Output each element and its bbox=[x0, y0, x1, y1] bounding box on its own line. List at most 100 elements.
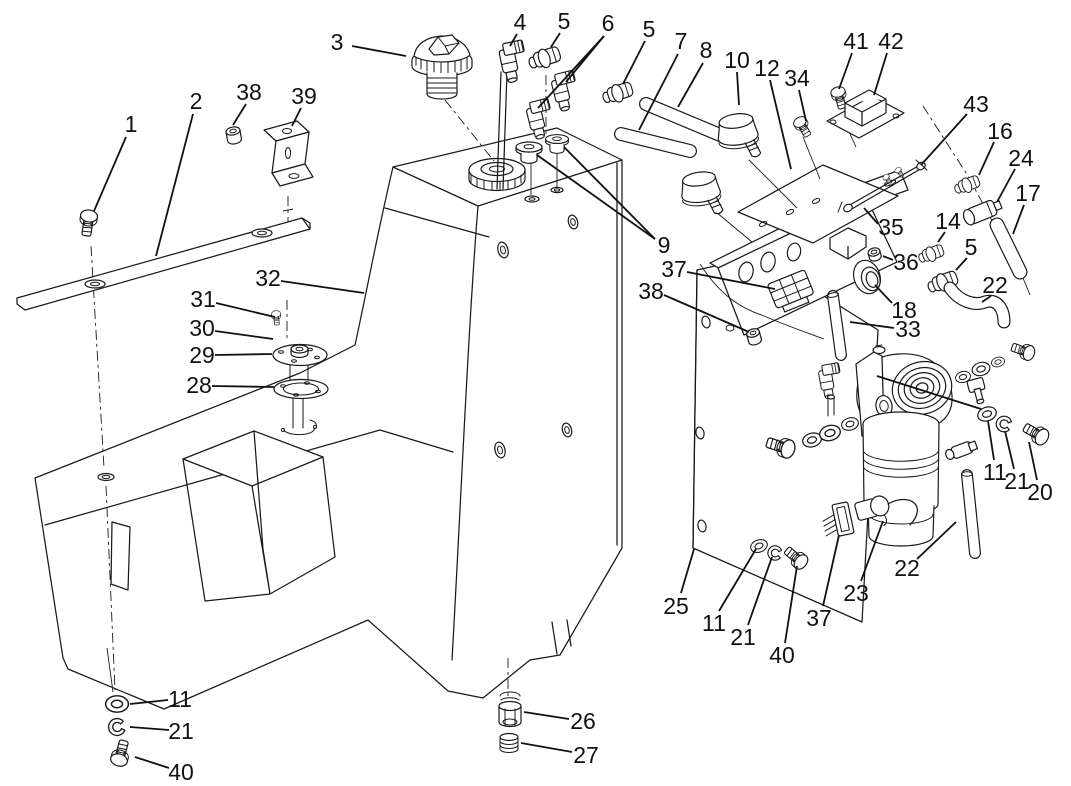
callout-30: 30 bbox=[189, 315, 215, 341]
flat-washer bbox=[975, 403, 999, 425]
leader-line bbox=[987, 420, 995, 461]
leader-line bbox=[622, 40, 646, 85]
hose bbox=[989, 217, 1031, 296]
spacer-bushing bbox=[225, 126, 243, 145]
callout-8: 8 bbox=[700, 37, 713, 63]
callout-40: 40 bbox=[168, 759, 194, 785]
leader-line bbox=[849, 321, 895, 329]
leader-line bbox=[978, 141, 995, 176]
leader-line bbox=[291, 107, 302, 127]
callout-40: 40 bbox=[769, 642, 795, 668]
leader-line bbox=[1012, 204, 1025, 235]
leader-line bbox=[981, 295, 992, 303]
switch-bracket bbox=[826, 89, 905, 139]
callout-11: 11 bbox=[702, 610, 726, 636]
callout-11: 11 bbox=[983, 459, 1007, 485]
throttle-rod bbox=[837, 159, 928, 213]
leader-line bbox=[1004, 430, 1015, 470]
leader-line bbox=[838, 52, 853, 90]
leader-line bbox=[523, 711, 570, 720]
curved-hose bbox=[943, 281, 1011, 329]
leader-line bbox=[996, 168, 1016, 203]
leader-line bbox=[920, 113, 968, 166]
callout-17: 17 bbox=[1015, 180, 1041, 206]
callout-37: 37 bbox=[806, 605, 832, 631]
callout-43: 43 bbox=[963, 91, 989, 117]
assembly-axes bbox=[715, 113, 857, 243]
elbow-fitting bbox=[496, 39, 531, 85]
callout-7: 7 bbox=[675, 28, 688, 54]
leader-line bbox=[686, 271, 776, 290]
callout-18: 18 bbox=[891, 297, 917, 323]
callout-26: 26 bbox=[570, 708, 596, 734]
control-knob bbox=[714, 110, 762, 163]
callout-4: 4 bbox=[514, 9, 527, 35]
angle-bracket bbox=[263, 120, 314, 187]
leader-line bbox=[873, 52, 888, 96]
callout-2: 2 bbox=[190, 88, 203, 114]
fuel-tank bbox=[34, 127, 623, 710]
wire-connector bbox=[767, 269, 814, 313]
leader-line bbox=[93, 136, 127, 212]
tank-holes bbox=[97, 186, 579, 482]
spring bbox=[499, 732, 519, 753]
leader-line bbox=[232, 103, 247, 126]
leader-line bbox=[882, 255, 894, 261]
switch-body bbox=[829, 227, 867, 260]
vent-tube bbox=[827, 290, 847, 361]
callout-28: 28 bbox=[186, 372, 212, 398]
leader-line bbox=[129, 699, 169, 705]
callout-21: 21 bbox=[168, 718, 194, 744]
callout-35: 35 bbox=[878, 214, 904, 240]
callout-33: 33 bbox=[895, 316, 921, 342]
leader-line bbox=[863, 207, 879, 225]
callout-38: 38 bbox=[638, 278, 664, 304]
callout-5: 5 bbox=[643, 16, 656, 42]
inline-fitting bbox=[962, 199, 1003, 226]
hex-bolt bbox=[791, 113, 815, 140]
hex-bolt bbox=[1019, 419, 1053, 448]
fuel-cap bbox=[411, 34, 473, 100]
leader-line bbox=[680, 548, 695, 594]
callout-16: 16 bbox=[987, 118, 1013, 144]
callout-10: 10 bbox=[724, 47, 750, 73]
fuel-filter bbox=[855, 344, 953, 547]
leader-line bbox=[211, 385, 275, 388]
callout-22: 22 bbox=[894, 555, 920, 581]
leader-line bbox=[351, 45, 407, 57]
leader-line bbox=[798, 89, 807, 122]
leader-line bbox=[215, 302, 276, 318]
leader-line bbox=[916, 521, 957, 560]
hose-short bbox=[614, 127, 697, 158]
callout-9: 9 bbox=[658, 232, 671, 258]
snap-bushing bbox=[746, 328, 762, 346]
wire-connector bbox=[822, 501, 855, 537]
callout-27: 27 bbox=[573, 742, 599, 768]
callout-31: 31 bbox=[190, 286, 216, 312]
hose-long bbox=[639, 97, 732, 144]
callout-36: 36 bbox=[893, 249, 919, 275]
callout-21: 21 bbox=[730, 624, 756, 650]
leader-line bbox=[214, 353, 273, 356]
sender-screw bbox=[270, 309, 282, 326]
hose-clamp-fitting bbox=[915, 242, 946, 267]
leader-line bbox=[536, 154, 656, 240]
leader-line bbox=[860, 520, 884, 582]
bleed-valve bbox=[945, 440, 979, 460]
fuel-hose bbox=[961, 469, 981, 559]
hose-clamp-fitting bbox=[599, 79, 636, 108]
fuel-pickup-sender bbox=[272, 343, 329, 436]
leader-line bbox=[638, 53, 679, 131]
leader-line bbox=[955, 257, 968, 271]
drain-fitting bbox=[498, 691, 522, 728]
leader-line bbox=[280, 280, 365, 294]
leader-line bbox=[563, 146, 656, 240]
leader-line bbox=[520, 742, 573, 753]
leader-line bbox=[537, 35, 605, 109]
callout-5: 5 bbox=[558, 8, 571, 34]
leader-line bbox=[769, 79, 792, 170]
hex-bolt bbox=[1008, 339, 1038, 363]
callout-20: 20 bbox=[1027, 479, 1053, 505]
hex-nut bbox=[867, 247, 882, 262]
callout-42: 42 bbox=[878, 28, 904, 54]
